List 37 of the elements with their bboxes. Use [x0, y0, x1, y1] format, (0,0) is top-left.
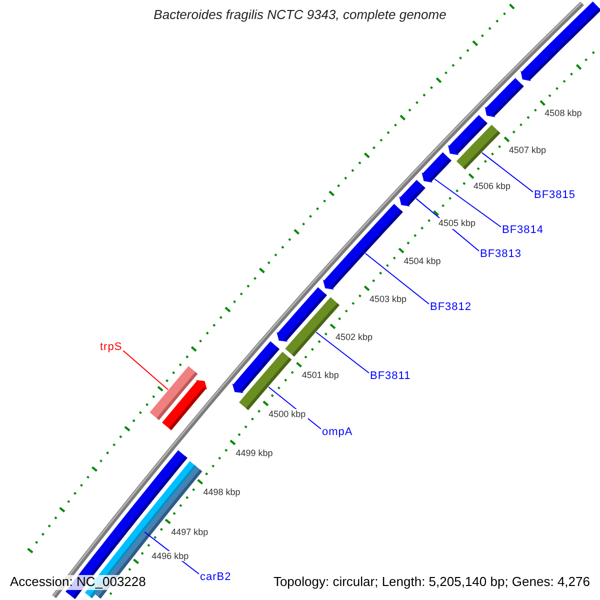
- scale-label: 4498 kbp: [201, 486, 242, 498]
- scale-label: 4506 kbp: [472, 181, 513, 192]
- gene-label: BF3811: [370, 370, 411, 383]
- gene-label: carB2: [200, 571, 232, 584]
- gene-label: ompA: [322, 426, 353, 439]
- scale-label: 4496 kbp: [150, 551, 191, 562]
- gene-feature-block: [520, 2, 600, 82]
- gene-feature-bar: [239, 352, 292, 410]
- gene-feature-block: [422, 152, 452, 183]
- accession-label: Accession: NC_003228: [8, 575, 148, 590]
- gene-feature-block: [399, 180, 426, 207]
- scale-label: 4505 kbp: [436, 218, 478, 229]
- gene-label: trpS: [100, 341, 122, 354]
- scale-label: 4507 kbp: [506, 144, 548, 155]
- leader-line: [434, 178, 502, 228]
- scale-label: 4499 kbp: [234, 448, 275, 458]
- scale-label: 4508 kbp: [542, 108, 584, 119]
- leader-line: [364, 252, 430, 304]
- scale-label: 4504 kbp: [402, 256, 443, 266]
- gene-feature-block: [484, 78, 524, 118]
- gene-label: BF3812: [430, 301, 472, 314]
- genome-info-label: Topology: circular; Length: 5,205,140 bp; Genes: 4,276: [273, 575, 590, 590]
- scale-label: 4502 kbp: [333, 332, 374, 342]
- scale-label: 4500 kbp: [266, 408, 308, 419]
- gene-feature-block: [322, 204, 403, 290]
- scale-label: 4503 kbp: [367, 294, 408, 304]
- leader-line: [122, 350, 169, 390]
- leader-line: [316, 332, 370, 374]
- gene-feature-bar: [456, 124, 500, 170]
- scale-label: 4501 kbp: [300, 370, 341, 380]
- gene-label: BF3815: [534, 189, 576, 202]
- scale-label: 4497 kbp: [169, 526, 210, 537]
- map-title: Bacteroides fragilis NCTC 9343, complete genome: [152, 8, 448, 23]
- gene-label: BF3814: [502, 224, 544, 237]
- gene-label: BF3813: [480, 248, 522, 261]
- leader-line: [481, 152, 534, 192]
- gene-feature-block: [162, 380, 208, 430]
